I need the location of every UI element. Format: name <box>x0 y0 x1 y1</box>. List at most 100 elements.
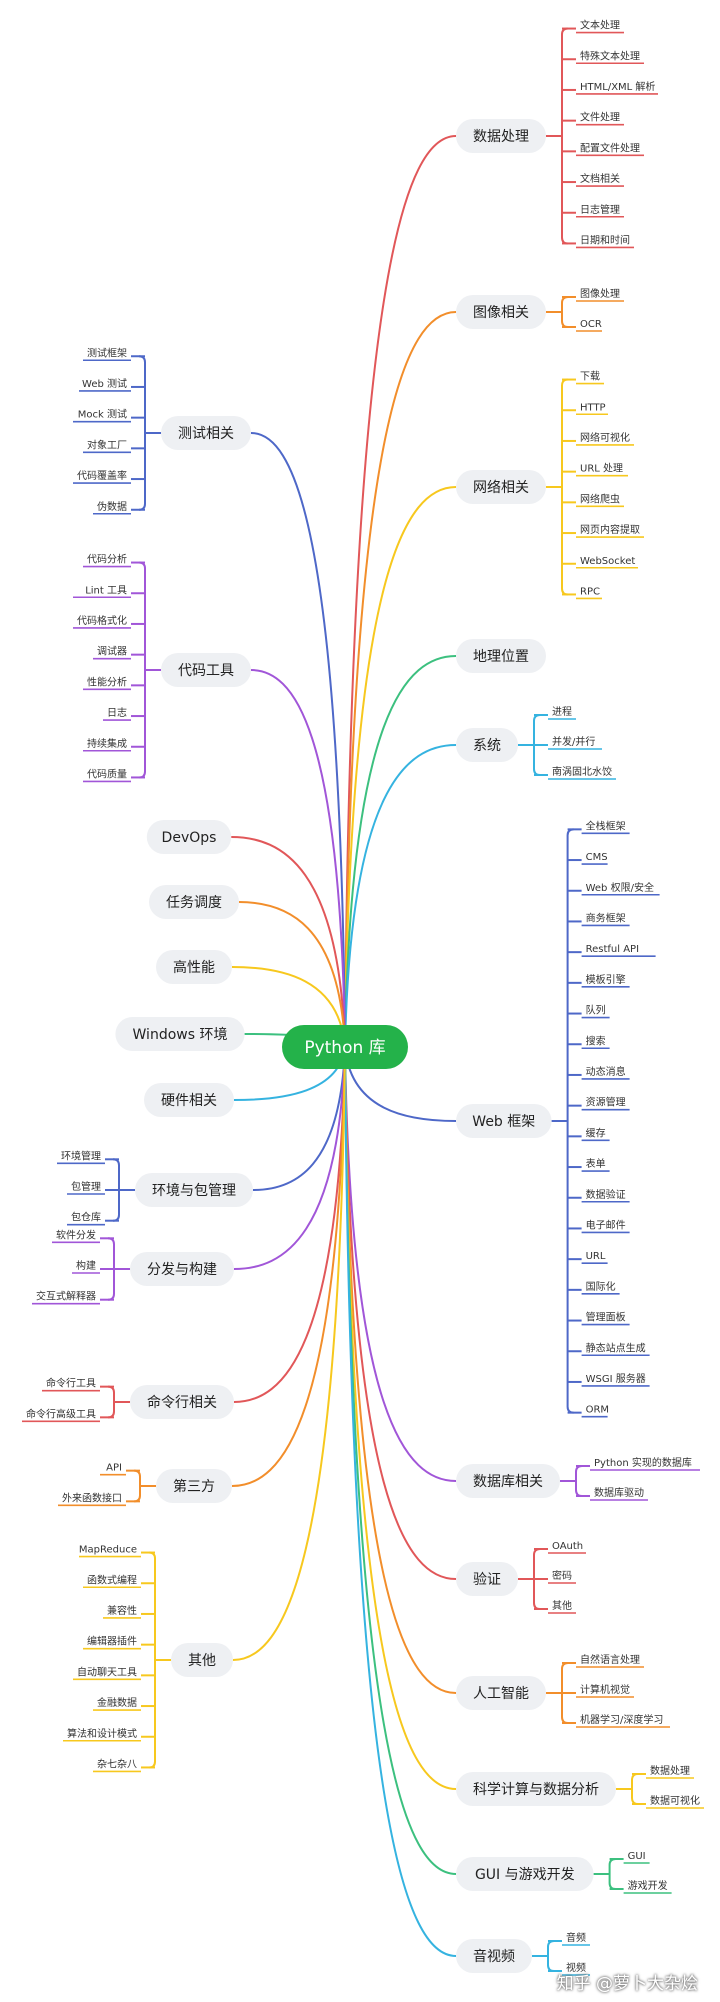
left-8-leaf[interactable]: 软件分发 <box>56 1228 96 1241</box>
branch-11-left[interactable]: 其他 <box>171 1643 233 1677</box>
right-7-leaf[interactable]: 密码 <box>552 1569 572 1582</box>
right-9-leaf[interactable]: 数据处理 <box>650 1764 690 1777</box>
right-2-leaf[interactable]: WebSocket <box>580 556 635 567</box>
right-1-leaf[interactable]: OCR <box>580 319 602 330</box>
right-0-leaf[interactable]: 配置文件处理 <box>580 141 640 154</box>
left-8-leaf[interactable]: 交互式解释器 <box>36 1290 96 1303</box>
branch-3-right[interactable]: 地理位置 <box>456 639 546 673</box>
right-5-leaf[interactable]: 表单 <box>586 1157 606 1170</box>
branch-7-right[interactable]: 验证 <box>456 1562 518 1596</box>
branch-9-right[interactable]: 科学计算与数据分析 <box>456 1772 616 1806</box>
branch-5-left[interactable]: Windows 环境 <box>115 1017 245 1051</box>
branch-8-left[interactable]: 分发与构建 <box>130 1252 234 1286</box>
branch-5-right[interactable]: Web 框架 <box>456 1104 552 1138</box>
right-7-leaf[interactable]: OAuth <box>552 1541 583 1552</box>
right-5-leaf[interactable]: 数据验证 <box>586 1188 626 1201</box>
right-10-leaf[interactable]: 游戏开发 <box>628 1879 668 1892</box>
branch-2-right[interactable]: 网络相关 <box>456 470 546 504</box>
right-1-leaf[interactable]: 图像处理 <box>580 288 620 300</box>
left-0-leaf[interactable]: Web 测试 <box>82 377 127 390</box>
right-2-leaf[interactable]: RPC <box>580 586 600 597</box>
right-5-leaf[interactable]: ORM <box>586 1405 609 1416</box>
left-1-leaf[interactable]: 代码质量 <box>87 768 127 780</box>
left-0-leaf[interactable]: Mock 测试 <box>78 408 127 421</box>
right-2-leaf[interactable]: 下载 <box>580 371 600 383</box>
left-1-leaf[interactable]: 代码格式化 <box>77 614 127 627</box>
left-11-leaf[interactable]: 杂七杂八 <box>97 1758 137 1770</box>
right-5-leaf[interactable]: 商务框架 <box>586 911 626 924</box>
right-5-leaf[interactable]: 电子邮件 <box>586 1218 626 1231</box>
left-11-leaf[interactable]: 兼容性 <box>107 1604 137 1617</box>
branch-1-left[interactable]: 代码工具 <box>161 653 251 687</box>
right-0-leaf[interactable]: 文件处理 <box>580 111 620 124</box>
branch-6-left[interactable]: 硬件相关 <box>144 1083 234 1117</box>
right-0-leaf[interactable]: HTML/XML 解析 <box>580 80 655 93</box>
branch-10-right[interactable]: GUI 与游戏开发 <box>456 1857 594 1891</box>
left-0-leaf[interactable]: 伪数据 <box>97 500 127 513</box>
right-2-leaf[interactable]: 网络可视化 <box>580 431 630 444</box>
right-2-leaf[interactable]: 网络爬虫 <box>580 492 620 505</box>
left-0-leaf[interactable]: 对象工厂 <box>87 438 127 451</box>
right-7-leaf[interactable]: 其他 <box>552 1599 572 1612</box>
branch-4-right[interactable]: 系统 <box>456 728 518 762</box>
left-8-leaf[interactable]: 构建 <box>76 1259 96 1272</box>
right-5-leaf[interactable]: 静态站点生成 <box>586 1341 646 1354</box>
right-0-leaf[interactable]: 日期和时间 <box>580 233 630 246</box>
right-5-leaf[interactable]: 国际化 <box>586 1280 616 1293</box>
left-1-leaf[interactable]: 日志 <box>107 706 127 719</box>
left-0-leaf[interactable]: 测试框架 <box>87 346 127 359</box>
right-0-leaf[interactable]: 日志管理 <box>580 203 620 216</box>
branch-6-right[interactable]: 数据库相关 <box>456 1464 560 1498</box>
left-7-leaf[interactable]: 环境管理 <box>61 1149 101 1162</box>
right-5-leaf[interactable]: URL <box>586 1251 606 1262</box>
left-7-leaf[interactable]: 包管理 <box>71 1180 101 1193</box>
left-11-leaf[interactable]: 自动聊天工具 <box>77 1665 137 1678</box>
branch-9-left[interactable]: 命令行相关 <box>130 1385 234 1419</box>
right-0-leaf[interactable]: 特殊文本处理 <box>580 49 640 62</box>
left-1-leaf[interactable]: 代码分析 <box>87 553 127 566</box>
right-10-leaf[interactable]: GUI <box>628 1851 646 1862</box>
right-11-leaf[interactable]: 视频 <box>566 1961 586 1974</box>
left-7-leaf[interactable]: 包仓库 <box>71 1211 101 1224</box>
left-11-leaf[interactable]: 金融数据 <box>97 1696 137 1709</box>
right-5-leaf[interactable]: Web 权限/安全 <box>586 881 654 894</box>
right-2-leaf[interactable]: URL 处理 <box>580 463 623 475</box>
right-5-leaf[interactable]: 搜索 <box>586 1034 606 1047</box>
branch-7-left[interactable]: 环境与包管理 <box>135 1173 253 1207</box>
left-1-leaf[interactable]: 调试器 <box>97 645 127 658</box>
right-4-leaf[interactable]: 进程 <box>552 706 572 718</box>
right-6-leaf[interactable]: Python 实现的数据库 <box>594 1456 692 1469</box>
right-11-leaf[interactable]: 音频 <box>566 1931 586 1944</box>
left-9-leaf[interactable]: 命令行工具 <box>46 1377 96 1390</box>
branch-8-right[interactable]: 人工智能 <box>456 1676 546 1710</box>
right-5-leaf[interactable]: 模板引擎 <box>586 973 626 986</box>
right-8-leaf[interactable]: 计算机视觉 <box>580 1683 630 1696</box>
branch-3-left[interactable]: 任务调度 <box>149 885 239 919</box>
right-0-leaf[interactable]: 文档相关 <box>580 172 620 185</box>
right-5-leaf[interactable]: Restful API <box>586 944 639 955</box>
right-4-leaf[interactable]: 南涡固北水饺 <box>552 765 612 778</box>
left-11-leaf[interactable]: 算法和设计模式 <box>67 1727 137 1740</box>
branch-0-left[interactable]: 测试相关 <box>161 416 251 450</box>
branch-0-right[interactable]: 数据处理 <box>456 119 546 153</box>
right-8-leaf[interactable]: 机器学习/深度学习 <box>580 1713 663 1726</box>
right-5-leaf[interactable]: 动态消息 <box>586 1065 626 1078</box>
branch-10-left[interactable]: 第三方 <box>156 1469 232 1503</box>
left-11-leaf[interactable]: MapReduce <box>79 1545 137 1556</box>
branch-11-right[interactable]: 音视频 <box>456 1939 532 1973</box>
right-8-leaf[interactable]: 自然语言处理 <box>580 1653 640 1666</box>
left-0-leaf[interactable]: 代码覆盖率 <box>77 469 127 482</box>
right-6-leaf[interactable]: 数据库驱动 <box>594 1486 644 1499</box>
root-node[interactable]: Python 库 <box>282 1025 408 1069</box>
left-1-leaf[interactable]: Lint 工具 <box>85 584 127 596</box>
right-5-leaf[interactable]: 管理面板 <box>586 1311 626 1324</box>
left-1-leaf[interactable]: 持续集成 <box>87 737 127 750</box>
right-2-leaf[interactable]: 网页内容提取 <box>580 523 640 536</box>
right-5-leaf[interactable]: 队列 <box>586 1004 606 1017</box>
right-0-leaf[interactable]: 文本处理 <box>580 19 620 32</box>
right-5-leaf[interactable]: CMS <box>586 852 608 863</box>
right-4-leaf[interactable]: 并发/并行 <box>552 735 595 748</box>
right-5-leaf[interactable]: 全栈框架 <box>586 819 626 832</box>
left-1-leaf[interactable]: 性能分析 <box>87 675 127 688</box>
left-11-leaf[interactable]: 编辑器插件 <box>87 1635 137 1648</box>
